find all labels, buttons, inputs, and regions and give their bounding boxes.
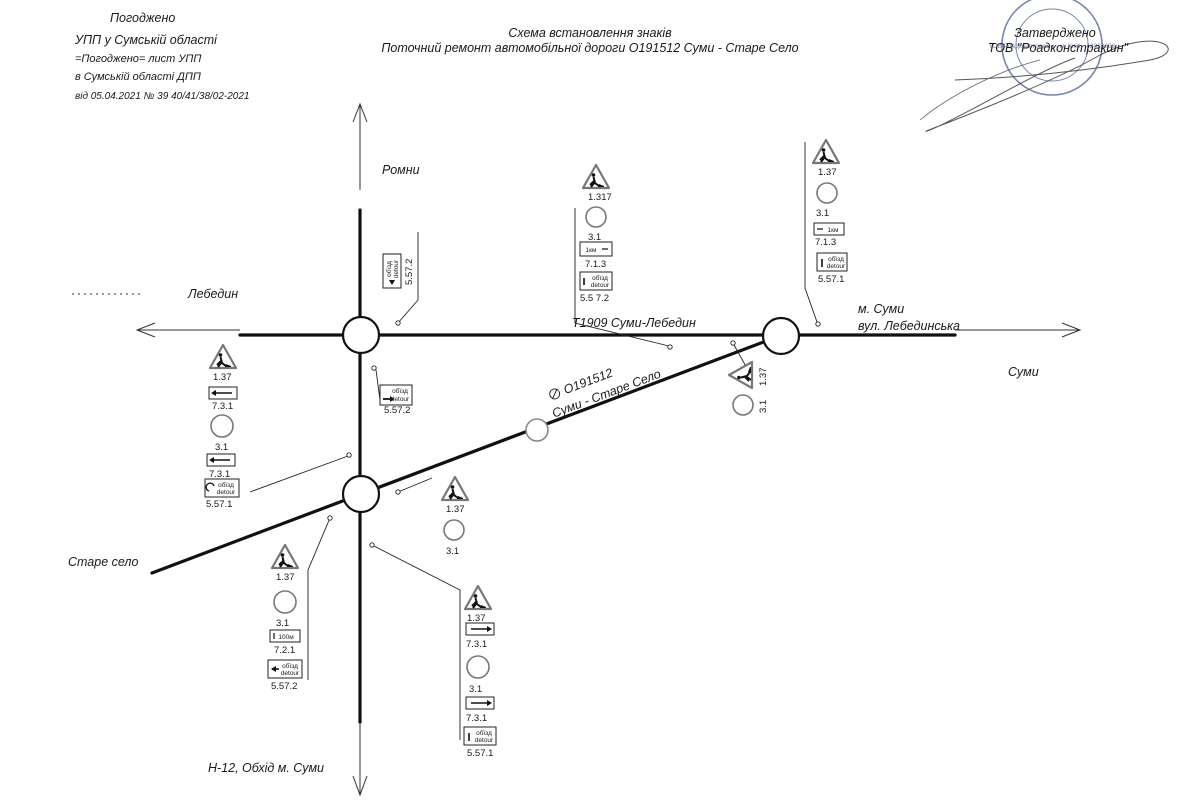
direction-north: Ромни <box>382 163 420 177</box>
svg-text:обїзд: обїзд <box>392 387 408 395</box>
sign-code-5571-east: 5.57.1 <box>818 274 844 285</box>
signs-south-right-column: 1.37 7.3.1 3.1 7.3.1 обїзд detour 5.57.1 <box>463 584 497 759</box>
sign-code-5571-south-right: 5.57.1 <box>467 748 493 759</box>
approved-right-title: Затверджено <box>1014 26 1096 40</box>
sign-code-5572-mid: 5.57.2 <box>384 405 410 416</box>
sign-code-721-south-left: 7.2.1 <box>274 645 295 656</box>
sign-code-137-south-left: 1.37 <box>276 572 295 583</box>
title-line-2: Поточний ремонт автомобільної дороги О19… <box>381 41 798 55</box>
handwritten-approval-line-3: від 05.04.2021 № 39 40/41/38/02-2021 <box>75 91 250 102</box>
sign-code-31-west: 3.1 <box>215 442 228 453</box>
signs-south-left-column: 1.37 3.1 100м 7.2.1 обїзд detour 5.57.2 <box>267 543 303 692</box>
svg-text:100м: 100м <box>278 634 294 641</box>
svg-text:1км: 1км <box>586 247 597 254</box>
sign-code-137-west: 1.37 <box>213 372 232 383</box>
signs-north-right-of-roundabout: обїзд detour 5.57.2 <box>379 384 413 416</box>
svg-text:1км: 1км <box>828 227 839 234</box>
sign-code-31-south-right: 3.1 <box>469 684 482 695</box>
svg-text:detour: detour <box>391 396 410 403</box>
svg-text:detour: detour <box>217 489 236 496</box>
stamp-text: ТОВ Роадконстракшн · м. Київ · 42023093 <box>989 43 1116 50</box>
svg-text:обїзд: обїзд <box>282 662 298 670</box>
sign-code-1317: 1.317 <box>588 192 612 203</box>
approved-right-org: ТОВ "Роадконстракшн" <box>988 41 1129 55</box>
sign-code-731-south-right-a: 7.3.1 <box>466 639 487 650</box>
east-street-line-2: вул. Лебединська <box>858 319 960 333</box>
sign-code-55772: 5.5 7.2 <box>580 293 609 304</box>
sign-code-731-west-b: 7.3.1 <box>209 469 230 480</box>
svg-text:обїзд: обїзд <box>218 481 234 489</box>
sign-code-31-center: 3.1 <box>588 232 601 243</box>
handwritten-approval-line-2: в Сумській області ДПП <box>75 71 201 83</box>
company-stamp: ТОВ Роадконстракшн · м. Київ · 42023093 <box>989 0 1116 96</box>
sign-code-31-east: 3.1 <box>816 208 829 219</box>
handwritten-approval-line-1: =Погоджено= лист УПП <box>75 53 201 65</box>
approved-left-block: Погоджено УПП у Сумській області =Погодж… <box>74 11 250 102</box>
sign-code-713-center: 7.1.3 <box>585 259 606 270</box>
svg-text:обїзд: обїзд <box>592 274 608 282</box>
sign-code-137-south-small: 1.37 <box>446 504 465 515</box>
sign-code-137-south-right: 1.37 <box>467 613 486 624</box>
title-line-1: Схема встановлення знаків <box>508 26 672 40</box>
roundabout-north <box>341 315 381 355</box>
sign-code-713-east: 7.1.3 <box>815 237 836 248</box>
roundabout-east <box>761 316 801 356</box>
direction-south: Н-12, Обхід м. Суми <box>208 761 324 775</box>
direction-southwest: Старе село <box>68 555 138 569</box>
sign-code-5571-west: 5.57.1 <box>206 499 232 510</box>
signs-west-column: 1.37 7.3.1 3.1 7.3.1 обїзд detour 5.57.1 <box>204 343 240 510</box>
road-label-t1909: Т1909 Суми-Лебедин <box>572 316 696 330</box>
roundabout-south <box>341 474 381 514</box>
signs-t1909-center: 1.317 3.1 1км 7.1.3 обїзд detour 5.5 7.2 <box>579 163 613 304</box>
detour-plate-vertical: обїзд detour <box>382 253 402 289</box>
sign-code-31-south-small: 3.1 <box>446 546 459 557</box>
sign-code-731-west-a: 7.3.1 <box>212 401 233 412</box>
approved-left-org: УПП у Сумській області <box>74 33 218 47</box>
sign-code-5572-north: 5.57.2 <box>404 259 415 285</box>
signs-south-right-small: 1.37 3.1 <box>440 475 470 557</box>
speed-marker-circle <box>525 418 549 442</box>
sign-code-137-east: 1.37 <box>818 167 837 178</box>
road-label-o191512: О191512 Суми - Старе Село <box>549 366 663 421</box>
road-network <box>150 208 957 724</box>
sign-code-137-rotated: 1.37 <box>758 368 769 387</box>
approved-left-title: Погоджено <box>110 11 175 25</box>
sign-code-31-south-left: 3.1 <box>276 618 289 629</box>
svg-text:обїзд: обїзд <box>476 729 492 737</box>
sign-code-5572-south-left: 5.57.2 <box>271 681 297 692</box>
east-street-line-1: м. Суми <box>858 302 904 316</box>
svg-text:detour: detour <box>281 670 300 677</box>
signature <box>925 40 1169 132</box>
signs-east-rotated: 1.37 3.1 <box>727 360 769 416</box>
direction-east: Суми <box>1008 365 1039 379</box>
document-title: Схема встановлення знаків Поточний ремон… <box>381 26 798 55</box>
sign-code-31-rotated: 3.1 <box>758 400 769 413</box>
svg-text:обїзд: обїзд <box>385 261 393 277</box>
direction-axes <box>72 102 1082 797</box>
svg-text:detour: detour <box>393 259 400 278</box>
direction-west: Лебедин <box>187 287 238 301</box>
svg-text:detour: detour <box>827 263 846 270</box>
sign-code-731-south-right-b: 7.3.1 <box>466 713 487 724</box>
signs-east-top: 1.37 3.1 1км 7.1.3 обїзд detour 5.57.1 <box>811 138 848 285</box>
approved-right-block: ТОВ Роадконстракшн · м. Київ · 42023093 … <box>919 0 1169 132</box>
svg-text:detour: detour <box>475 737 494 744</box>
svg-text:обїзд: обїзд <box>828 255 844 263</box>
svg-text:detour: detour <box>591 282 610 289</box>
road-o191512 <box>150 333 784 575</box>
signs-north-branch: обїзд detour 5.57.2 <box>382 253 415 289</box>
